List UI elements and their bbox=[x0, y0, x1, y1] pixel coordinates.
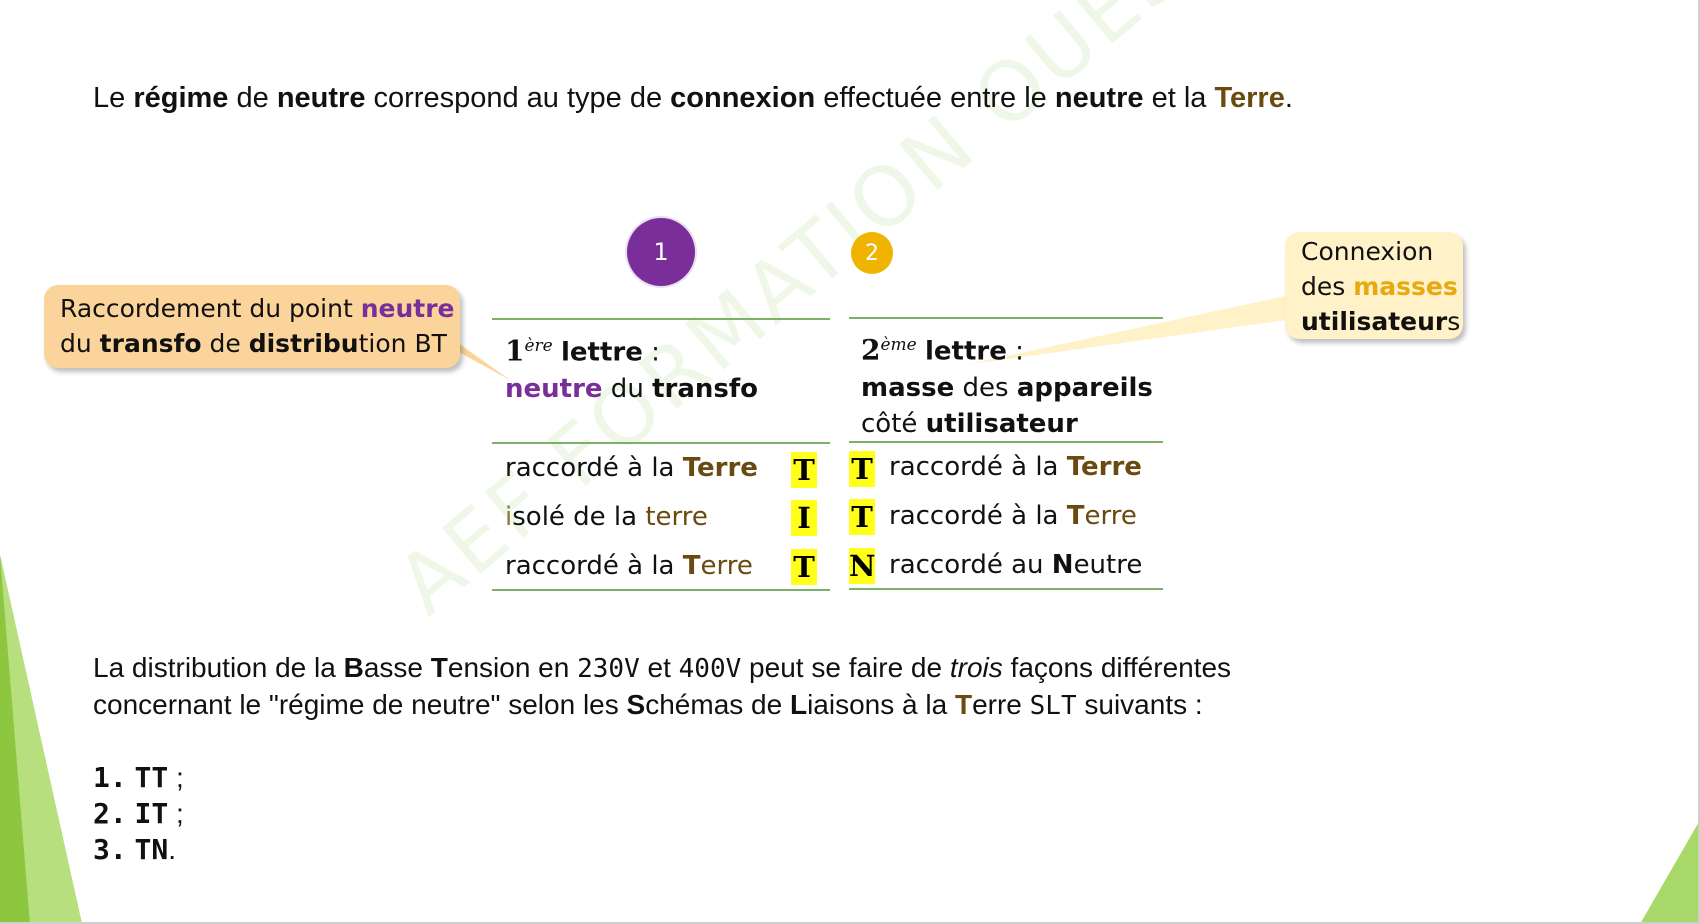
right-callout-pointer bbox=[965, 295, 1300, 365]
callout-neutral-point: Raccordement du point neutre du transfo … bbox=[44, 285, 460, 368]
col2-letter-1: T bbox=[849, 451, 875, 487]
callout-masses-connection: Connexion des masses utilisateurs bbox=[1285, 232, 1463, 339]
badge-2: 2 bbox=[851, 232, 893, 274]
col2-letter-2: T bbox=[849, 499, 875, 535]
list-item: 2. IT ; bbox=[93, 797, 184, 830]
left-light-triangle bbox=[0, 555, 82, 924]
col1-row-1: raccordé à la Terre bbox=[505, 453, 758, 483]
col1-letter-3: T bbox=[791, 549, 817, 585]
col2-header: 2ème lettre : masse des appareils côté u… bbox=[861, 333, 1153, 439]
col2-row-3: raccordé au Neutre bbox=[889, 550, 1143, 580]
col2-row-1: raccordé à la Terre bbox=[889, 452, 1142, 482]
col2-bottom-rule bbox=[849, 588, 1163, 590]
col1-letter-2: I bbox=[791, 500, 817, 536]
col2-row-2: raccordé à la Terre bbox=[889, 501, 1137, 531]
list-item: 3. TN. bbox=[93, 833, 176, 866]
col1-row-2: isolé de la terre bbox=[505, 502, 708, 532]
col1-row-3: raccordé à la Terre bbox=[505, 551, 753, 581]
col2-top-rule bbox=[849, 317, 1163, 319]
intro-sentence: Le régime de neutre correspond au type d… bbox=[93, 82, 1293, 114]
col1-header: 1ère lettre : neutre du transfo bbox=[505, 334, 759, 404]
col1-letter-1: T bbox=[791, 452, 817, 488]
right-green-triangle bbox=[1640, 820, 1700, 924]
badge-1: 1 bbox=[627, 218, 695, 286]
col1-mid-rule bbox=[492, 442, 830, 444]
list-item: 1. TT ; bbox=[93, 761, 184, 794]
col1-top-rule bbox=[492, 318, 830, 320]
slt-paragraph: La distribution de la Basse Tension en 2… bbox=[93, 652, 1232, 721]
slt-list: 1. TT ; 2. IT ; 3. TN. bbox=[93, 760, 184, 868]
col1-bottom-rule bbox=[492, 589, 830, 591]
col2-letter-3: N bbox=[849, 548, 876, 584]
col2-mid-rule bbox=[849, 441, 1163, 443]
